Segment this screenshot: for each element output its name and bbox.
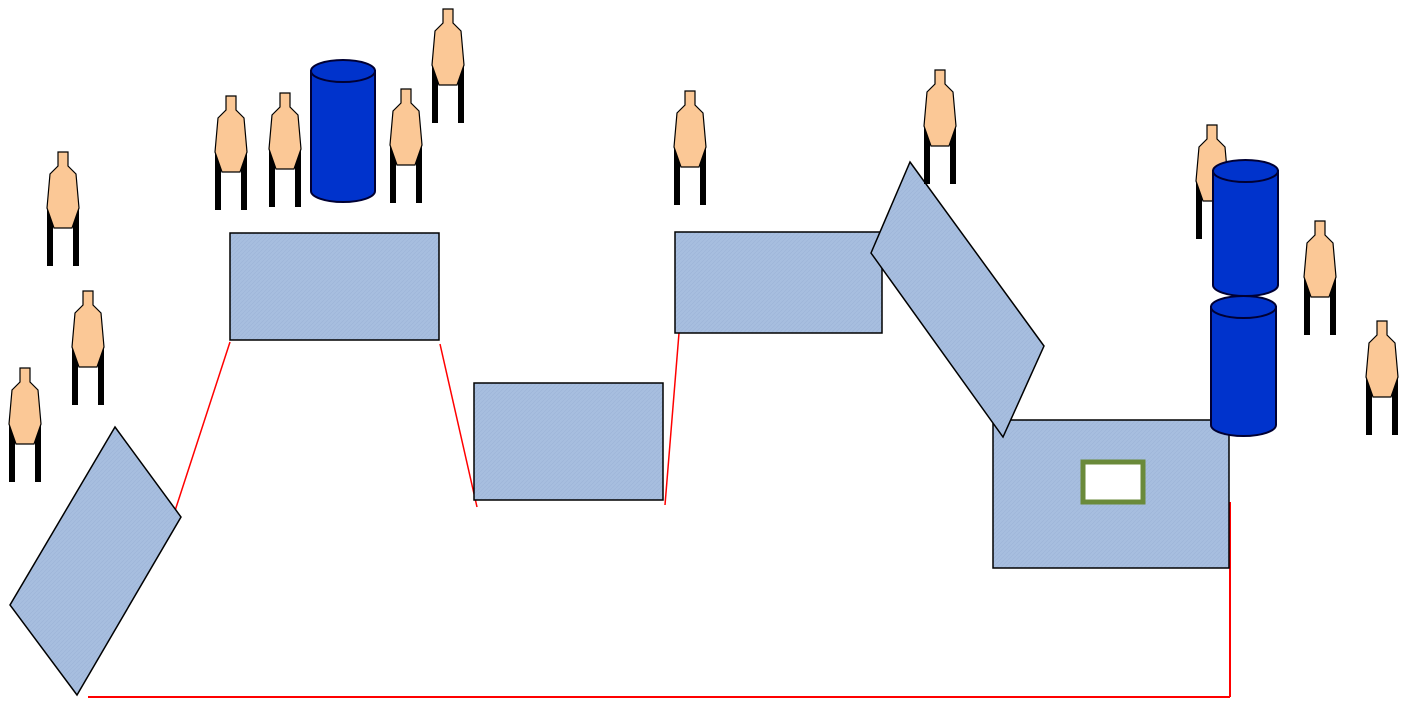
target-silhouette-icon <box>431 8 465 123</box>
target-silhouette-icon <box>8 367 42 482</box>
wall-panel <box>870 160 1045 439</box>
fault-line <box>439 343 478 508</box>
targets <box>8 8 1399 482</box>
target-silhouette-icon <box>1365 320 1399 435</box>
target-silhouette-icon <box>389 88 423 203</box>
wall-panel <box>9 425 182 697</box>
target-silhouette-icon <box>214 95 248 210</box>
wall-panel <box>473 382 664 501</box>
fault-line <box>171 341 231 521</box>
walls <box>9 160 1230 697</box>
barrels <box>310 59 1279 437</box>
wall-panel <box>674 231 883 334</box>
target-silhouette-icon <box>71 290 105 405</box>
shooting-box <box>1080 459 1146 505</box>
fault-line <box>664 332 680 506</box>
barrel-icon <box>310 59 376 203</box>
target-silhouette-icon <box>46 151 80 266</box>
target-silhouette-icon <box>268 92 302 207</box>
target-silhouette-icon <box>673 90 707 205</box>
barrel-icon <box>1212 159 1279 297</box>
target-silhouette-icon <box>1303 220 1337 335</box>
target-silhouette-icon <box>923 69 957 184</box>
barrel-icon <box>1210 295 1277 437</box>
fault-lines <box>88 332 1231 698</box>
wall-panel <box>229 232 440 341</box>
